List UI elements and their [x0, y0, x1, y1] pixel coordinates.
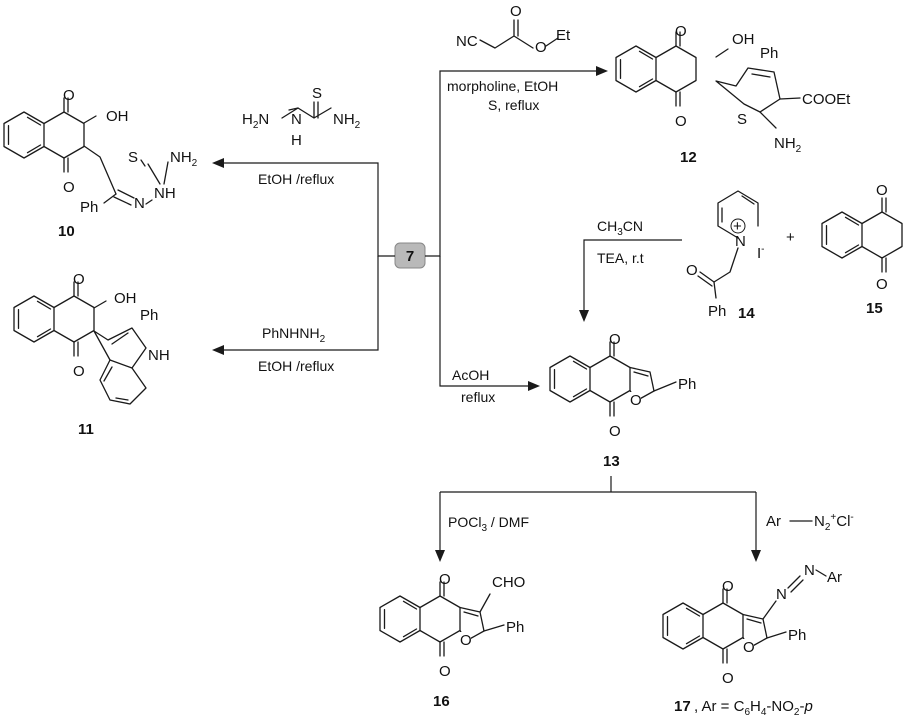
- atom-Ar: Ar: [827, 569, 842, 586]
- atom-NH: NH: [148, 347, 170, 364]
- atom-O: O: [510, 3, 522, 20]
- reagent-cond-12b: S, reflux: [488, 97, 539, 113]
- reagent-ethyl-cyanoacetate: NC O O Et: [456, 3, 571, 56]
- reagent-cond-11: EtOH /reflux: [258, 358, 334, 374]
- atom-N2-diazonium: N2+Cl-: [814, 512, 854, 533]
- atom-O: O: [73, 363, 85, 380]
- compound-label-14: 14: [738, 305, 755, 322]
- atom-OH: OH: [114, 290, 137, 307]
- atom-OH: OH: [106, 108, 129, 125]
- compound-label-17: 17: [674, 698, 691, 715]
- compound-label-11: 11: [78, 421, 94, 438]
- reagent-phenylhydrazine: PhNHNH2: [262, 325, 326, 345]
- atom-O: O: [743, 639, 755, 656]
- compound-14: + N I- O Ph: [686, 190, 765, 320]
- reagent-cond-13b: reflux: [461, 389, 495, 405]
- atom-NC: NC: [456, 33, 478, 50]
- atom-N: N: [134, 195, 145, 212]
- atom-O: O: [73, 271, 85, 288]
- atom-Et: Et: [556, 27, 571, 44]
- compound-10: O O OH Ph N NH S NH2: [3, 87, 198, 216]
- atom-S: S: [128, 149, 138, 166]
- atom-O: O: [439, 571, 451, 588]
- atom-O: O: [675, 113, 687, 130]
- reagent-diazonium: Ar N2+Cl-: [766, 512, 854, 533]
- atom-O: O: [630, 392, 642, 409]
- compound-label-16: 16: [433, 693, 450, 710]
- atom-N: N: [735, 233, 746, 250]
- compound-16: O O O CHO Ph: [380, 571, 525, 680]
- reaction-arrows: [212, 66, 761, 562]
- atom-H: H: [291, 132, 302, 149]
- atom-Ar: Ar: [766, 513, 781, 530]
- atom-O: O: [876, 276, 888, 293]
- atom-NH2: NH2: [170, 149, 198, 169]
- atom-O: O: [460, 632, 472, 649]
- compound-17: O O O N N Ar Ph: [663, 562, 842, 687]
- atom-COOEt: COOEt: [802, 91, 851, 108]
- atom-Ph: Ph: [708, 303, 726, 320]
- atom-Ph: Ph: [80, 199, 98, 216]
- atom-Ph: Ph: [678, 376, 696, 393]
- reagent-cond-13a: AcOH: [452, 367, 489, 383]
- atom-O: O: [675, 23, 687, 40]
- atom-S: S: [312, 85, 322, 102]
- atom-O: O: [63, 179, 75, 196]
- atom-Ph: Ph: [140, 307, 158, 324]
- atom-O: O: [63, 87, 75, 104]
- reagent-cond-12a: morpholine, EtOH: [447, 78, 558, 94]
- atom-O: O: [439, 663, 451, 680]
- atom-N: N: [804, 562, 815, 579]
- atom-N: +: [733, 218, 742, 235]
- compound-15: O O: [821, 182, 903, 293]
- compound-label-13: 13: [603, 453, 620, 470]
- reagent-thiosemicarbazide: S H2N N H NH2: [242, 85, 361, 149]
- reagent-tea: TEA, r.t: [597, 250, 644, 266]
- compound-13: O O O Ph: [550, 331, 696, 440]
- atom-NH2: NH2: [774, 135, 802, 155]
- compound-label-15: 15: [866, 300, 883, 317]
- reagent-ch3cn: CH3CN: [597, 218, 643, 238]
- atom-O: O: [535, 39, 547, 56]
- atom-O: O: [722, 670, 734, 687]
- atom-O: O: [722, 578, 734, 595]
- plus-sign: +: [786, 229, 795, 246]
- atom-Ph: Ph: [788, 627, 806, 644]
- atom-CHO: CHO: [492, 574, 525, 591]
- atom-S: S: [737, 111, 747, 128]
- reagent-cond-10: EtOH /reflux: [258, 171, 334, 187]
- atom-iodide: I-: [757, 244, 765, 262]
- atom-N: N: [776, 586, 787, 603]
- atom-O: O: [609, 423, 621, 440]
- atom-NH2: NH2: [333, 111, 361, 131]
- atom-O: O: [609, 331, 621, 348]
- atom-Ph: Ph: [760, 45, 778, 62]
- compound-label-12: 12: [680, 149, 697, 166]
- atom-H2N: H2N: [242, 111, 269, 131]
- atom-O: O: [686, 262, 698, 279]
- compound-label-7: 7: [406, 248, 414, 265]
- compound-17-ar-definition: , Ar = C6H4-NO2-p: [694, 698, 813, 718]
- atom-NH: NH: [154, 185, 176, 202]
- compound-label-10: 10: [58, 223, 75, 240]
- reagent-vilsmeier: POCl3 / DMF: [448, 514, 529, 534]
- atom-O: O: [876, 182, 888, 199]
- atom-Ph: Ph: [506, 619, 524, 636]
- atom-OH: OH: [732, 31, 755, 48]
- atom-N: N: [291, 111, 302, 128]
- compound-11: O O OH Ph NH: [13, 271, 170, 405]
- compound-12: O O OH Ph S COOEt NH2: [615, 23, 851, 155]
